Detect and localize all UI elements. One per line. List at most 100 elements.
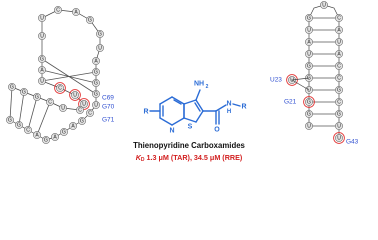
nucleotide-letter: A <box>40 67 44 73</box>
rre-highlight-label: G43 <box>346 139 359 146</box>
rre-loop-nucleotide: U <box>320 1 328 9</box>
nucleotide-bead <box>335 122 343 130</box>
tar-nucleotide-5p: G <box>42 136 50 144</box>
nucleotide-bead <box>33 131 41 139</box>
tar-highlight-label: C69 <box>102 95 114 102</box>
rre-nucleotide-right: C <box>335 74 343 82</box>
nucleotide-bead <box>24 126 32 134</box>
pyridine-bond <box>159 96 173 105</box>
tar-loop-nucleotide: A <box>72 8 80 16</box>
nucleotide-letter: G <box>94 69 98 75</box>
dissociation-constant-line: KD 1.3 μM (TAR), 34.5 μM (RRE) <box>0 153 378 163</box>
rre-nucleotide-right: G <box>335 86 343 94</box>
base-pair-line <box>36 101 51 136</box>
rre-nucleotide-right: A <box>335 26 343 34</box>
nucleotide-bead <box>69 122 77 130</box>
nucleotide-bead <box>320 1 328 9</box>
tar-nucleotide-3p: A <box>38 66 46 74</box>
amino-subscript: 2 <box>206 84 209 90</box>
nucleotide-letter: G <box>307 15 311 21</box>
nucleotide-letter: A <box>74 9 78 15</box>
nucleotide-letter: U <box>337 123 341 129</box>
tar-nucleotide-5p: G <box>78 117 86 125</box>
thiophene-bond <box>195 99 204 112</box>
nucleotide-letter: C <box>337 63 341 69</box>
thiophene-double-bond <box>194 102 201 112</box>
rre-nucleotide-right: U <box>335 38 343 46</box>
nucleotide-letter: U <box>307 87 311 93</box>
nucleotide-bead <box>38 55 46 63</box>
nucleotide-bead <box>60 128 68 136</box>
carbonyl-oxygen-label: O <box>214 127 220 134</box>
nucleotide-letter: G <box>307 111 311 117</box>
rre-nucleotide-right: C <box>335 98 343 106</box>
kd-subscript: D <box>140 157 145 163</box>
nucleotide-bead <box>51 133 59 141</box>
nucleotide-letter: U <box>61 105 65 111</box>
nucleotide-letter: C <box>78 107 82 113</box>
nucleotide-bead <box>33 93 41 101</box>
nucleotide-letter: G <box>94 91 98 97</box>
nucleotide-letter: G <box>35 94 39 100</box>
nucleotide-bead <box>92 57 100 65</box>
rre-nucleotide-left: U <box>305 26 313 34</box>
highlight-ring <box>286 74 298 86</box>
rre-nucleotide-right: C <box>335 62 343 70</box>
compound-class-title: Thienopyridine Carboxamides <box>133 141 245 150</box>
nucleotide-letter: U <box>40 33 44 39</box>
nucleotide-bead <box>76 106 84 114</box>
nucleotide-bead <box>335 38 343 46</box>
nucleotide-bead <box>56 84 64 92</box>
pyridine-bond <box>171 96 185 105</box>
nucleotide-bead <box>38 66 46 74</box>
pyridine-bond <box>159 117 173 126</box>
rre-nucleotide-right: C <box>335 14 343 22</box>
tar-loop-nucleotide: C <box>54 6 62 14</box>
kd-values: 1.3 μM (TAR), 34.5 μM (RRE) <box>144 153 243 162</box>
nucleotide-bead <box>335 134 343 142</box>
nucleotide-bead <box>335 50 343 58</box>
nucleotide-letter: U <box>307 51 311 57</box>
tar-nucleotide-3p: G <box>20 88 28 96</box>
nucleotide-bead <box>305 38 313 46</box>
tar-nucleotide-5p: G <box>92 90 100 98</box>
highlight-ring <box>69 89 81 101</box>
amide-r-bond <box>232 103 241 107</box>
tar-nucleotide-3p: U <box>69 89 81 101</box>
r-group-right-label: R <box>241 104 246 111</box>
nucleotide-letter: C <box>337 75 341 81</box>
nucleotide-bead <box>20 88 28 96</box>
nucleotide-letter: A <box>53 134 57 140</box>
tar-highlight-label: G71 <box>102 117 115 124</box>
nucleotide-bead <box>78 117 86 125</box>
tar-nucleotide-5p: G <box>92 79 100 87</box>
highlight-ring <box>303 96 315 108</box>
nucleotide-bead <box>335 74 343 82</box>
base-pair-line <box>41 71 97 82</box>
tar-nucleotide-3p: G <box>8 83 16 91</box>
nucleotide-letter: G <box>40 56 44 62</box>
rre-highlight-label: G21 <box>284 99 297 106</box>
nucleotide-bead <box>6 116 14 124</box>
amino-bond <box>195 89 201 101</box>
nucleotide-bead <box>335 110 343 118</box>
base-pair-line <box>18 91 25 126</box>
nucleotide-bead <box>96 30 104 38</box>
nucleotide-letter: G <box>307 63 311 69</box>
tar-loop-nucleotide: G <box>86 16 94 24</box>
tar-nucleotide-3p: C <box>76 106 84 114</box>
kd-symbol: K <box>135 153 141 162</box>
nucleotide-letter: G <box>307 99 311 105</box>
nucleotide-letter: C <box>58 85 62 91</box>
nucleotide-letter: G <box>94 80 98 86</box>
nucleotide-letter: G <box>307 75 311 81</box>
rre-bulge-backbone <box>290 77 310 91</box>
nucleotide-letter: G <box>17 122 21 128</box>
nucleotide-letter: G <box>10 84 14 90</box>
rre-nucleotide-right: U <box>335 122 343 130</box>
nucleotide-letter: A <box>337 51 341 57</box>
nucleotide-letter: U <box>337 39 341 45</box>
nucleotide-letter: G <box>80 118 84 124</box>
r-group-left-label: R <box>143 109 148 116</box>
